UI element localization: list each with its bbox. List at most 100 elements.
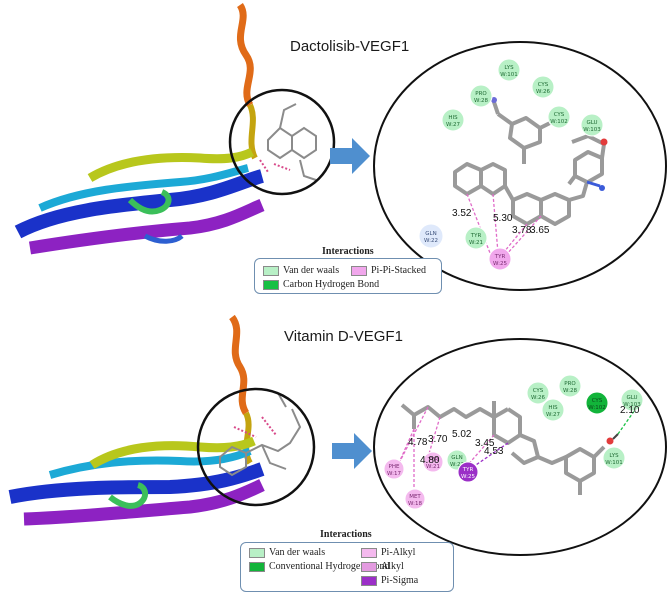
residue-lys-circle [497,58,521,82]
residue-cys-circle [547,105,571,129]
interaction-map-ellipse [373,41,667,291]
legend-swatch [249,561,265,572]
residue-pro-circle [558,374,582,398]
residue-name: CYS [554,112,565,118]
legend-label: Pi-Sigma [381,575,419,586]
ligand-in-pocket [259,103,317,181]
complex-title: Dactolisib-VEGF1 [290,38,410,55]
residue-number: W:27 [546,412,560,418]
residue-number: W:26 [531,395,545,401]
residue-number: W:18 [408,501,422,507]
residue-circles: CYSW:26PROW:28HISW:27CYSW:102GLUW:103LYS… [383,374,644,510]
distance-label: 4.53 [484,446,504,457]
residue-tyr-circle [464,226,488,250]
legend-label: Pi-Alkyl [381,547,416,558]
residue-number: W:101 [500,72,517,78]
residue-name: TYR [427,457,439,463]
residue-name: CYS [533,388,544,394]
residue-number: W:22 [424,238,438,244]
residue-number: W:27 [446,122,460,128]
residue-tyr-circle [422,451,444,473]
legend-swatch [249,547,265,558]
legend-item-alkyl: Alkyl [361,561,404,572]
residue-tyr-circle [488,247,512,271]
distance-label: 3.52 [452,208,472,219]
residue-name: PRO [564,381,576,387]
residue-name: TYR [462,467,474,473]
residue-name: HIS [548,405,558,411]
legend-label: Pi-Pi-Stacked [371,265,426,276]
residue-phe-circle [383,458,405,480]
distance-label: 4.80 [420,455,440,466]
residue-name: GLN [425,231,436,237]
legend-label: Conventional Hydrogen Bond [269,561,390,572]
ligand-in-pocket [219,392,302,477]
residue-name: LYS [609,453,619,459]
residue-gln-circle [418,223,444,249]
interactions-legend: Van der waals Pi-Pi-Stacked Carbon Hydro… [254,258,442,294]
legend-item-pi-alkyl: Pi-Alkyl [361,547,415,558]
distance-label: 5.30 [493,213,513,224]
distance-label: 3.45 [475,438,495,449]
residue-name: TYR [494,254,506,260]
residue-number: W:103 [583,127,601,133]
distance-label: 3.78 [512,225,532,236]
residue-name: GLN [451,455,462,461]
residue-glu-circle [580,113,604,137]
residue-name: GLU [626,395,637,401]
ligand-2d-structure [400,401,606,495]
legend-label: Van der waals [269,547,326,558]
legend-title: Interactions [320,529,372,540]
residue-number: W:25 [493,261,507,267]
binding-site-circle [196,387,316,507]
legend-item-pi-pi-stacked: Pi-Pi-Stacked [351,265,426,276]
distance-label: 4.78 [408,437,428,448]
legend-item-van-der-waals: Van der waals [263,265,339,276]
residue-his-circle [541,398,565,422]
legend-label: Carbon Hydrogen Bond [283,279,380,290]
residue-number: W:103 [623,402,641,408]
arrow-icon [332,433,372,469]
residue-lys-circle [602,446,626,470]
residue-cys-circle [585,391,609,415]
legend-swatch [361,561,377,572]
vitamin-d-figure: CYSW:26PROW:28HISW:27CYSW:102GLUW:103LYS… [8,314,667,556]
protein-ribbon-structure [14,3,265,255]
legend-item-van-der-waals: Van der waals [249,547,325,558]
legend-swatch [351,265,367,276]
legend-item-carbon-hydrogen-bond: Carbon Hydrogen Bond [263,279,379,290]
interaction-lines [397,406,638,493]
residue-name: GLU [586,120,597,126]
protein-ribbon-structure [8,314,265,526]
residue-number: W:102 [588,405,605,411]
residue-number: W:21 [426,464,440,470]
arrow-icon [330,138,370,174]
residue-number: W:102 [550,119,567,125]
distance-label: 5.02 [452,429,472,440]
residue-name: LYS [504,65,514,71]
residue-name: MET [409,494,421,500]
residue-name: HIS [448,115,458,121]
residue-number: W:17 [387,471,401,477]
distance-labels: 3.52 5.30 3.78 3.65 [452,208,550,236]
oxygen-atom [606,437,614,445]
legend-item-conventional-hydrogen-bond: Conventional Hydrogen Bond [249,561,390,572]
legend-title: Interactions [322,246,374,257]
residue-cys-circle [526,381,550,405]
oxygen-atom [600,138,608,146]
residue-name: CYS [592,398,603,404]
legend-swatch [361,575,377,586]
residue-number: W:21 [469,240,483,246]
legend-swatch [263,279,279,290]
binding-site-circle [228,88,336,196]
residue-met-circle [404,488,426,510]
distance-label: 2.10 [620,405,640,416]
complex-title: Vitamin D-VEGF1 [284,328,403,345]
legend-label: Alkyl [381,561,404,572]
distance-labels: 4.78 3.70 4.80 5.02 3.45 4.53 2.10 [408,405,640,466]
residue-number: W:26 [536,89,550,95]
